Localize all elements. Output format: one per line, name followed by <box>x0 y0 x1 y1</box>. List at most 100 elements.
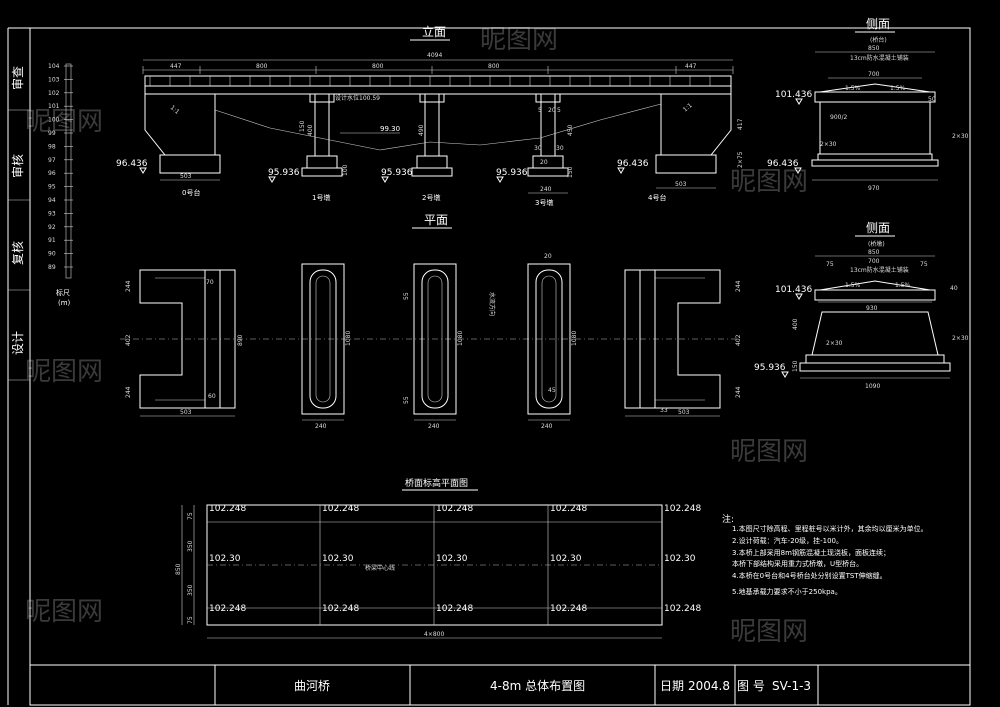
deck-left-dim-4: 75 <box>187 616 194 624</box>
side-bottom-deck-note: 13cm防水混凝土铺装 <box>850 266 909 274</box>
elev-right-abutment: 96.436 <box>617 159 649 169</box>
plan-small-4: 55 <box>403 396 410 404</box>
pier-label-1: 1号墩 <box>312 193 330 202</box>
deck-mid-3: 102.30 <box>436 554 468 564</box>
plan-small-2: 60 <box>208 393 216 400</box>
pier-label-0: 0号台 <box>182 188 200 197</box>
span-dim-5: 447 <box>685 63 697 70</box>
pier-label-2: 2号墩 <box>422 193 440 202</box>
elev-pier-2: 95.936 <box>381 168 413 178</box>
deck-mid-5: 102.30 <box>664 554 696 564</box>
plan-view: 平面 水流方向 244 402 244 890 244 402 244 1080… <box>120 213 742 430</box>
side-bottom-height: 400 <box>792 318 799 330</box>
sheet-frame <box>7 27 971 706</box>
span-dim-4: 800 <box>488 63 500 70</box>
scale-tick-label: 90 <box>48 251 56 258</box>
plan-abut-total: 890 <box>237 334 244 346</box>
span-dim-3: 800 <box>372 63 384 70</box>
deck-top-3: 102.248 <box>436 504 473 514</box>
scale-tick-label: 97 <box>48 157 56 164</box>
note-line-2: 2.设计荷载：汽车-20级，挂-100。 <box>732 536 843 545</box>
review-label: 审查 <box>10 66 25 90</box>
watermark-layer: 昵图网 昵图网 昵图网 昵图网 昵图网 昵图网 昵图网 <box>25 25 808 647</box>
slope-right: 1:1 <box>682 102 694 114</box>
deck-bottom-1: 102.248 <box>209 604 246 614</box>
slope-left: 1:1 <box>169 104 181 116</box>
title-block: 曲河桥 4-8m 总体布置图 日期 2004.8 图 号 SV-1-3 <box>30 664 970 705</box>
plan-small-6: 45 <box>548 387 556 394</box>
plan-abut-dim-6: 244 <box>735 386 742 398</box>
scale-tick-label: 89 <box>48 264 56 271</box>
plan-pier-width-3: 240 <box>541 423 553 430</box>
side-top-deck-note: 13cm防水混凝土铺装 <box>850 54 909 62</box>
flow-label: 水流方向 <box>488 292 496 316</box>
abut-width-left: 503 <box>180 173 192 180</box>
deck-bottom-4: 102.248 <box>550 604 587 614</box>
plan-title: 平面 <box>424 213 448 227</box>
side-bottom-elev: 101.436 <box>775 285 812 295</box>
side-top-title: 侧面 <box>866 17 890 31</box>
side-bottom-title: 侧面 <box>866 221 890 235</box>
deck-bottom-5: 102.248 <box>664 604 701 614</box>
elev-pier-3: 95.936 <box>496 168 528 178</box>
plan-abut-dim-1: 244 <box>125 280 132 292</box>
small-dim-8: 100 <box>342 164 349 176</box>
abut-height: 417 <box>737 118 744 130</box>
side-bottom-deck-width: 700 <box>868 258 880 265</box>
note-line-1: 1.本图尺寸除高程、里程桩号以米计外，其余均以厘米为单位。 <box>732 524 928 533</box>
design-water: 设计水位100.59 <box>335 94 380 102</box>
scale-unit: (m) <box>58 299 71 307</box>
drawing-name: 4-8m 总体布置图 <box>490 679 585 693</box>
watermark-2: 昵图网 <box>480 25 558 55</box>
scale-tick-label: 102 <box>48 90 60 97</box>
plan-abut-width-right: 503 <box>678 409 690 416</box>
notes-heading: 注: <box>722 513 734 525</box>
pier-height-2: 490 <box>418 124 425 136</box>
plan-small-1: 70 <box>206 279 214 286</box>
small-dim-1: 2×75 <box>737 151 744 168</box>
side-bottom-slope-left: 1.5% <box>845 282 861 289</box>
audit-label: 审核 <box>10 154 25 178</box>
scale-tick-label: 91 <box>48 237 56 244</box>
pier-label-3: 3号墩 <box>535 198 553 207</box>
elevation-title: 立面 <box>422 24 446 39</box>
side-bottom-subtitle: (桥墩) <box>868 240 885 248</box>
watermark-4: 昵图网 <box>25 357 103 387</box>
deck-total-width: 850 <box>175 563 182 575</box>
plan-small-5: 33 <box>660 407 668 414</box>
scale-label: 标尺 <box>56 288 70 297</box>
deck-left-dim-3: 350 <box>187 584 194 596</box>
total-length: 4094 <box>427 52 442 59</box>
sheet-label: 图 号 <box>737 679 765 693</box>
small-dim-2: 5 <box>538 107 542 114</box>
deck-top-5: 102.248 <box>664 504 701 514</box>
watermark-5: 昵图网 <box>730 437 808 467</box>
plan-abut-width-left: 503 <box>180 409 192 416</box>
watermark-3: 昵图网 <box>730 167 808 197</box>
deck-left-dim-1: 75 <box>187 512 194 520</box>
side-view-pier: 侧面 (桥墩) 850 700 13cm防水混凝土铺装 75 75 1.5% 1… <box>754 221 969 390</box>
side-bottom-2x30-b: 2×30 <box>952 335 969 342</box>
plan-pier-len-2: 1080 <box>457 331 464 346</box>
side-bottom-elev-bottom: 95.936 <box>754 363 786 373</box>
side-bottom-width: 850 <box>868 249 880 256</box>
deck-left-dim-2: 350 <box>187 540 194 552</box>
scale-tick-label: 96 <box>48 170 56 177</box>
side-bottom-2x30-a: 2×30 <box>826 340 843 347</box>
plan-pier-width-2: 240 <box>428 423 440 430</box>
deck-mid-2: 102.30 <box>322 554 354 564</box>
deck-centerline: 桥梁中心线 <box>365 564 395 572</box>
side-top-deck-width: 700 <box>868 71 880 78</box>
small-dim-9: 150 <box>567 166 574 178</box>
deck-top-4: 102.248 <box>550 504 587 514</box>
sheet-number: SV-1-3 <box>772 679 811 693</box>
side-top-bottom-width: 970 <box>868 185 880 192</box>
side-bottom-bottom-width: 1090 <box>865 383 880 390</box>
small-dim-10: 150 <box>299 120 306 132</box>
deck-bottom-3: 102.248 <box>436 604 473 614</box>
notes-block: 注: 1.本图尺寸除高程、里程桩号以米计外，其余均以厘米为单位。 2.设计荷载：… <box>722 513 928 596</box>
project-name: 曲河桥 <box>294 679 330 693</box>
side-bottom-75a: 75 <box>826 261 834 268</box>
scale-tick-label: 95 <box>48 184 56 191</box>
